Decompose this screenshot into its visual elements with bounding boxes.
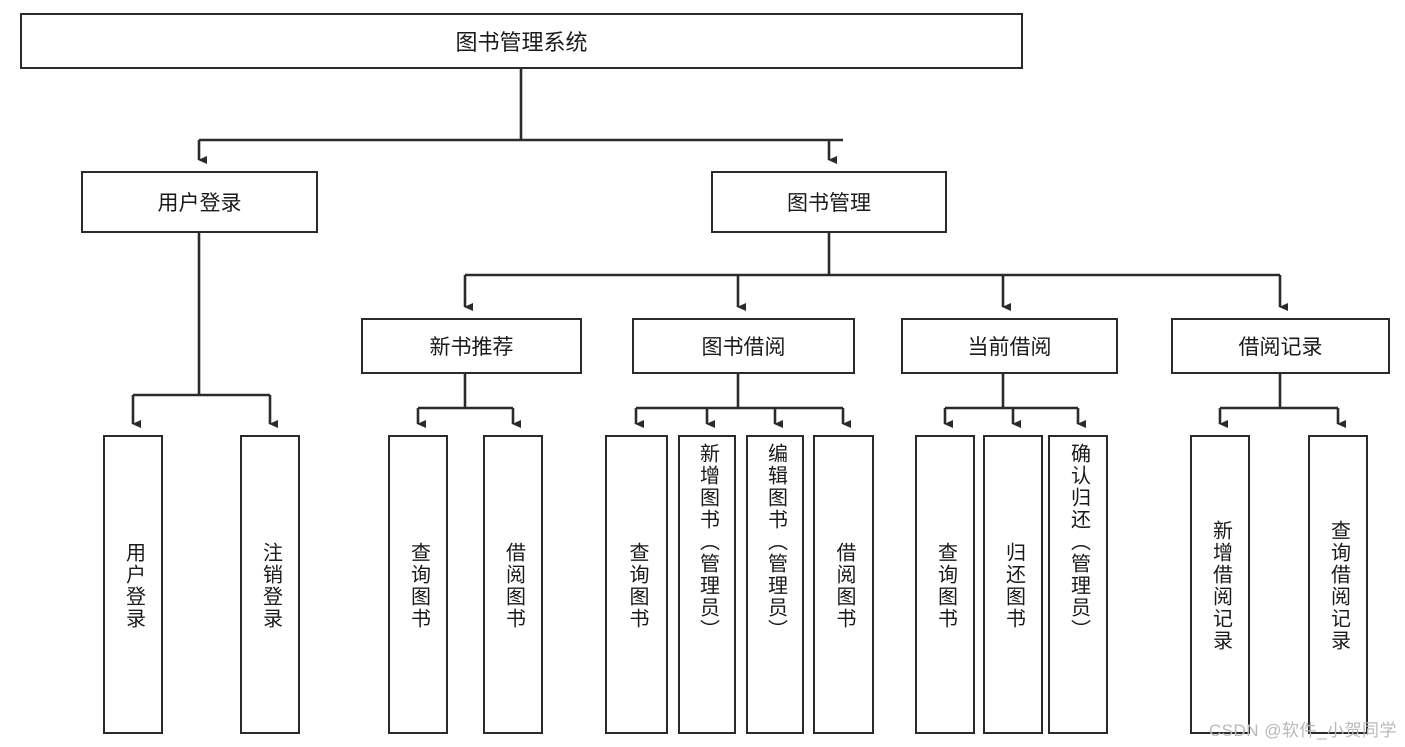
- node-label: 借阅图书: [833, 541, 855, 630]
- node-leaf-rec-query-book[interactable]: 查询图书: [388, 435, 448, 734]
- node-leaf-query-borrow-record[interactable]: 查询借阅记录: [1308, 435, 1368, 734]
- node-book-management-system[interactable]: 图书管理系统: [20, 13, 1023, 69]
- node-leaf-cur-query-book[interactable]: 查询图书: [915, 435, 975, 734]
- node-leaf-borrow-book[interactable]: 借阅图书: [813, 435, 874, 734]
- node-label: 查询图书: [407, 541, 430, 630]
- node-leaf-borrow-query-book[interactable]: 查询图书: [605, 435, 668, 734]
- node-leaf-return-book[interactable]: 归还图书: [983, 435, 1043, 734]
- node-book-borrow[interactable]: 图书借阅: [632, 318, 855, 374]
- node-label: 注销登录: [259, 541, 282, 630]
- node-leaf-add-book-admin[interactable]: 新增图书（管理员）: [678, 435, 736, 734]
- node-borrow-record[interactable]: 借阅记录: [1171, 318, 1390, 374]
- node-label: 新增借阅记录: [1209, 519, 1232, 652]
- node-leaf-confirm-return-admin[interactable]: 确认归还（管理员）: [1048, 435, 1108, 734]
- node-label: 图书管理系统: [455, 30, 588, 55]
- csdn-watermark: CSDN @软件_小贺同学: [1208, 721, 1397, 740]
- node-label: 确认归还（管理员）: [1067, 443, 1090, 641]
- node-label: 查询借阅记录: [1327, 519, 1350, 652]
- node-leaf-add-borrow-record[interactable]: 新增借阅记录: [1190, 435, 1250, 734]
- node-label: 归还图书: [1002, 541, 1025, 630]
- node-new-book-recommend[interactable]: 新书推荐: [361, 318, 582, 374]
- node-user-login[interactable]: 用户登录: [81, 171, 318, 233]
- node-label: 新增图书（管理员）: [696, 443, 719, 641]
- node-label: 当前借阅: [967, 336, 1052, 359]
- node-leaf-user-logout[interactable]: 注销登录: [240, 435, 300, 734]
- node-book-manage[interactable]: 图书管理: [711, 171, 947, 233]
- node-leaf-rec-borrow-book[interactable]: 借阅图书: [483, 435, 543, 734]
- node-label: 用户登录: [122, 541, 145, 630]
- node-label: 新书推荐: [429, 336, 514, 359]
- node-label: 借阅记录: [1238, 336, 1323, 359]
- node-label: 图书借阅: [701, 336, 786, 359]
- node-current-borrow[interactable]: 当前借阅: [901, 318, 1118, 374]
- node-leaf-edit-book-admin[interactable]: 编辑图书（管理员）: [746, 435, 804, 734]
- node-label: 用户登录: [157, 192, 242, 215]
- node-label: 查询图书: [934, 541, 957, 630]
- node-label: 借阅图书: [502, 541, 525, 630]
- node-label: 编辑图书（管理员）: [764, 443, 787, 641]
- node-label: 图书管理: [787, 192, 871, 215]
- node-label: 查询图书: [626, 541, 648, 630]
- node-leaf-user-login[interactable]: 用户登录: [103, 435, 163, 734]
